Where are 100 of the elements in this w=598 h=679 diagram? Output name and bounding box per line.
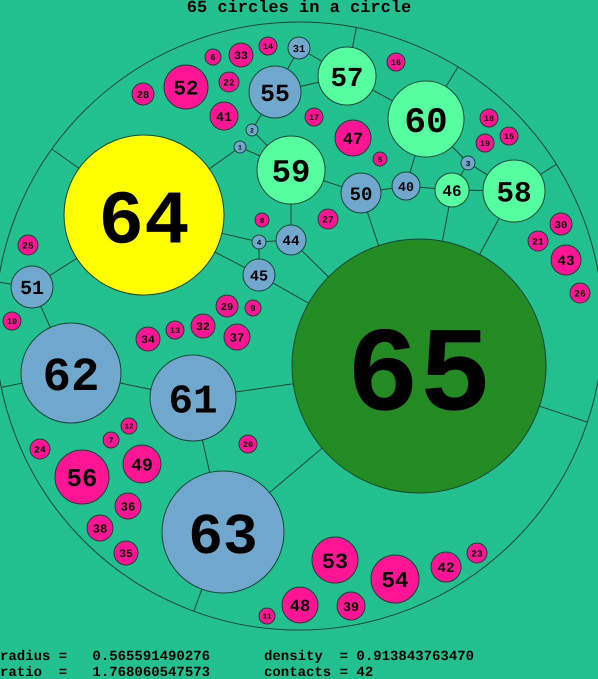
numbered-circle: 61 xyxy=(150,354,236,442)
contact-line xyxy=(445,66,458,88)
contact-line xyxy=(366,212,380,246)
contact-line xyxy=(410,154,416,174)
numbered-circle: 43 xyxy=(550,244,582,276)
numbered-circle: 16 xyxy=(386,52,406,72)
contact-line xyxy=(290,204,292,226)
statistic-text: ratio = 1.768060547573 xyxy=(0,666,210,679)
numbered-circle: 56 xyxy=(54,450,110,504)
contact-line xyxy=(322,180,342,188)
numbered-circle: 13 xyxy=(166,320,184,340)
numbered-circle: 19 xyxy=(476,134,494,152)
numbered-circle: 33 xyxy=(228,42,254,68)
numbered-circle: 20 xyxy=(238,434,258,454)
numbered-circle: 47 xyxy=(334,120,372,156)
contact-line xyxy=(269,448,323,494)
numbered-circle: 28 xyxy=(132,82,154,106)
contact-line xyxy=(372,89,394,102)
numbered-circle: 55 xyxy=(248,66,302,118)
numbered-circle: 25 xyxy=(18,234,38,256)
numbered-circle: 50 xyxy=(340,172,382,214)
numbered-circle: 26 xyxy=(570,282,590,304)
numbered-circle: 10 xyxy=(2,312,22,330)
numbered-circle: 32 xyxy=(190,314,216,338)
contact-line xyxy=(468,190,484,191)
numbered-circle: 21 xyxy=(528,230,548,252)
contact-line xyxy=(352,27,357,48)
numbered-circle: 35 xyxy=(114,540,138,566)
numbered-circle: 9 xyxy=(244,300,262,316)
numbered-circle: 59 xyxy=(256,136,326,204)
contact-line xyxy=(214,252,246,268)
numbered-circle: 17 xyxy=(304,108,324,126)
contact-line xyxy=(272,282,310,304)
contact-line xyxy=(40,306,51,328)
numbered-circle: 53 xyxy=(312,536,358,584)
contact-line xyxy=(51,148,80,169)
numbered-circle: 64 xyxy=(64,134,224,296)
numbered-circle: 30 xyxy=(550,212,572,236)
numbered-circle: 60 xyxy=(388,80,464,158)
numbered-circle: 41 xyxy=(210,102,238,130)
numbered-circle: 31 xyxy=(288,36,310,60)
contact-line xyxy=(221,232,253,241)
numbered-circle: 51 xyxy=(10,266,54,308)
numbered-circle: 29 xyxy=(216,294,238,318)
numbered-circle: 27 xyxy=(318,208,338,230)
contact-line xyxy=(300,82,320,87)
numbered-circle: 38 xyxy=(86,514,114,542)
contact-line xyxy=(452,146,464,158)
numbered-circle: 39 xyxy=(336,592,366,620)
statistic-text: radius = 0.565591490276 xyxy=(0,650,210,664)
contact-line xyxy=(308,53,322,62)
contact-line xyxy=(301,250,329,278)
numbered-circle: 45 xyxy=(242,258,276,292)
numbered-circle: 36 xyxy=(114,492,142,520)
contact-line xyxy=(49,258,78,276)
contact-line xyxy=(474,166,488,176)
numbered-circle: 57 xyxy=(318,46,376,106)
numbered-circle: 34 xyxy=(136,326,160,352)
contact-line xyxy=(0,282,12,284)
contact-line xyxy=(202,440,210,473)
numbered-circle: 49 xyxy=(122,444,162,484)
numbered-circle: 62 xyxy=(20,322,122,424)
contact-line xyxy=(258,248,260,260)
contact-line xyxy=(380,188,393,190)
contact-line xyxy=(254,114,262,126)
numbered-circle: 22 xyxy=(218,72,240,92)
statistic-text: density = 0.913843763470 xyxy=(264,650,474,664)
contact-line xyxy=(0,382,22,388)
contact-line xyxy=(256,134,268,146)
numbered-circle: 6 xyxy=(204,48,222,66)
numbered-circle: 15 xyxy=(500,126,518,146)
numbered-circle: 37 xyxy=(224,324,250,350)
numbered-circle: 14 xyxy=(258,36,278,56)
diagram-title: 65 circles in a circle xyxy=(186,0,412,18)
contact-line xyxy=(287,57,294,70)
contact-line xyxy=(419,186,436,189)
numbered-circle: 18 xyxy=(480,108,498,128)
numbered-circle: 46 xyxy=(434,172,470,208)
numbered-circle: 52 xyxy=(164,64,208,110)
numbered-circle: 48 xyxy=(282,586,318,624)
numbered-circle: 44 xyxy=(276,224,306,256)
contact-line xyxy=(266,240,276,242)
numbered-circle: 42 xyxy=(430,552,462,582)
numbered-circle: 7 xyxy=(102,432,120,448)
statistic-text: contacts = 42 xyxy=(264,666,374,679)
contact-line xyxy=(540,164,557,175)
numbered-circle: 54 xyxy=(370,554,420,604)
numbered-circle: 63 xyxy=(162,470,284,594)
contact-line xyxy=(442,206,450,242)
contact-line xyxy=(539,406,588,423)
contact-line xyxy=(479,218,500,255)
contact-line xyxy=(120,382,152,390)
contact-line xyxy=(193,588,202,612)
contact-line xyxy=(208,150,236,170)
numbered-circle: 24 xyxy=(30,438,50,460)
contact-line xyxy=(245,149,260,156)
numbered-circle: 40 xyxy=(392,172,420,200)
contact-line xyxy=(235,383,294,392)
numbered-circle: 23 xyxy=(466,542,488,564)
numbered-circle: 58 xyxy=(482,160,546,222)
